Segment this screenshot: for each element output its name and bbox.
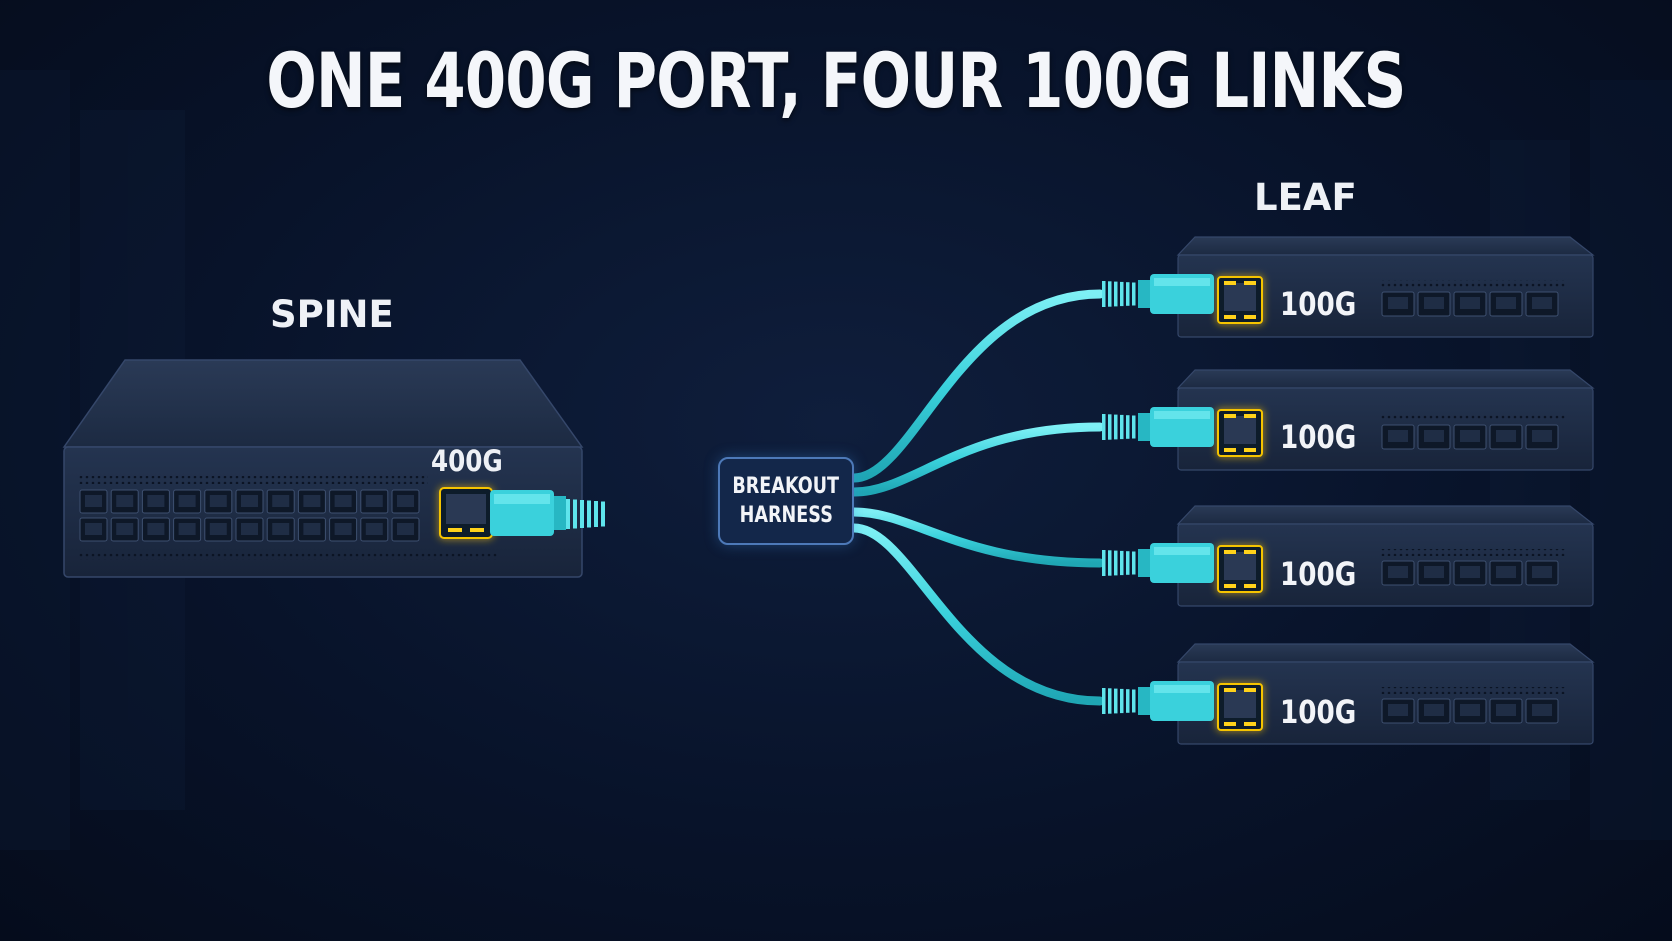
harness-label-line1: BREAKOUT [732, 474, 840, 499]
breakout-cable [849, 507, 1105, 568]
leaf-label: LEAF [1254, 176, 1357, 219]
harness-label-line2: HARNESS [739, 503, 833, 528]
leaf-speed-label: 100G [1280, 418, 1357, 456]
leaf-switch [1176, 643, 1595, 745]
leaf-speed-label: 100G [1280, 693, 1357, 731]
leaf-speed-label: 100G [1280, 555, 1357, 593]
leaf-speed-label: 100G [1280, 285, 1357, 323]
leaf-switch [1176, 369, 1595, 471]
page-title: ONE 400G PORT, FOUR 100G LINKS [266, 36, 1406, 125]
spine-label: SPINE [270, 293, 394, 336]
breakout-cable [849, 523, 1105, 706]
breakout-cable [849, 422, 1105, 497]
breakout-harness: BREAKOUT HARNESS [718, 457, 854, 545]
leaf-switch [1176, 236, 1595, 338]
spine-switch [62, 359, 584, 578]
spine-port-label: 400G [431, 444, 503, 478]
breakout-cable [849, 289, 1105, 483]
leaf-switch [1176, 505, 1595, 607]
